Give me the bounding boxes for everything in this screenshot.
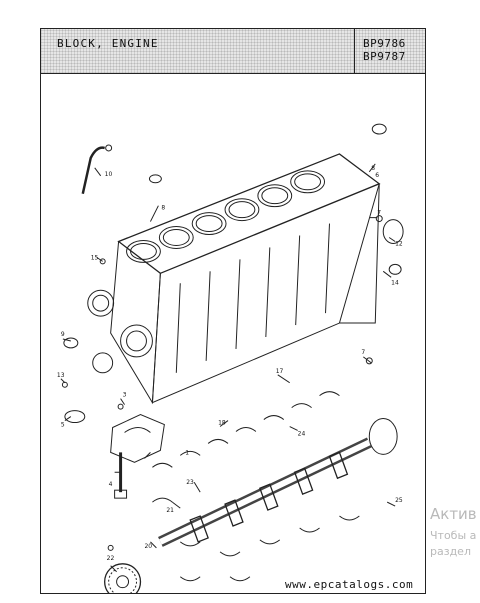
callout-24: 24: [298, 430, 306, 437]
cylinder-bores: [126, 170, 326, 263]
part-code-box: BP9786 BP9787: [354, 29, 425, 73]
callout-6: 6: [375, 172, 379, 179]
callout-10: 10: [105, 171, 113, 178]
callout-9: 9: [61, 331, 65, 338]
os-activation-watermark: Актив Чтобы а раздел: [430, 505, 480, 558]
callout-17: 17: [276, 368, 284, 375]
callout-8b: 8: [371, 165, 375, 172]
callout-numbers: 10 8 8 7 12 6 15 14 9 7 13 3 17 18 5 24 …: [57, 165, 403, 562]
site-url: www.epcatalogs.com: [285, 578, 414, 591]
callout-23: 23: [186, 479, 194, 486]
parts-diagram-sheet: BLOCK, ENGINE BP9786 BP9787: [40, 28, 426, 594]
callout-12: 12: [395, 240, 403, 247]
callout-15: 15: [91, 254, 99, 261]
bearing-shells: [152, 391, 360, 582]
watermark-line-1: Актив: [430, 505, 477, 523]
sheet-header: BLOCK, ENGINE BP9786 BP9787: [41, 29, 425, 74]
part-code-2: BP9787: [363, 50, 406, 63]
callout-20: 20: [144, 543, 152, 550]
callout-21: 21: [166, 507, 174, 514]
callout-18: 18: [218, 420, 226, 427]
callout-8a: 8: [161, 205, 165, 212]
callout-3: 3: [123, 392, 127, 399]
part-code-1: BP9786: [363, 37, 406, 50]
callout-14: 14: [391, 279, 399, 286]
watermark-line-3: раздел: [430, 545, 471, 558]
watermark-line-2: Чтобы а: [430, 529, 477, 542]
callout-5: 5: [61, 422, 65, 429]
sheet-title: BLOCK, ENGINE: [57, 37, 159, 50]
callout-13: 13: [57, 372, 65, 379]
exploded-view-drawing: 10 8 8 7 12 6 15 14 9 7 13 3 17 18 5 24 …: [57, 123, 404, 593]
callout-4: 4: [109, 481, 113, 488]
callout-25: 25: [395, 497, 403, 504]
callout-1: 1: [185, 449, 189, 456]
callout-22: 22: [107, 555, 115, 562]
callout-7a: 7: [377, 210, 381, 217]
callout-7b: 7: [361, 349, 365, 356]
